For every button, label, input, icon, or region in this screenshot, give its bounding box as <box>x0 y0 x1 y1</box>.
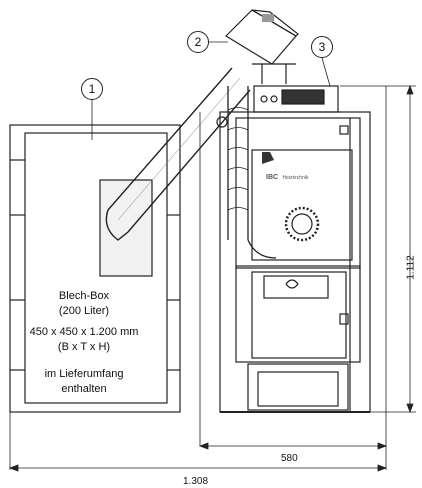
brand-label: IBC Heiztechnik <box>266 166 308 184</box>
width-total-label: 1.308 <box>183 476 209 487</box>
callout-leaders <box>91 41 331 140</box>
control-panel <box>253 85 339 113</box>
suction-unit <box>225 9 299 84</box>
height-dimension-label: 1.112 <box>405 255 417 280</box>
box-dimensions: 450 x 450 x 1.200 mm <box>29 326 139 338</box>
box-dimension-axes: (B x T x H) <box>57 341 111 353</box>
brand-logo-text: IBC <box>266 174 279 181</box>
brand-text: Heiztechnik <box>282 175 309 181</box>
brand-logo <box>262 152 274 164</box>
width-580-label: 580 <box>281 453 298 464</box>
box-delivery-line1: im Lieferumfang <box>44 368 124 380</box>
box-title: Blech-Box <box>58 290 110 302</box>
box-delivery-line2: enthalten <box>61 383 107 395</box>
callout-1: 1 <box>81 78 103 100</box>
callout-2: 2 <box>187 31 209 53</box>
box-capacity: (200 Liter) <box>58 305 110 317</box>
dimension-lines <box>8 84 416 472</box>
feed-auger <box>105 67 251 241</box>
callout-3: 3 <box>311 36 333 58</box>
boiler-body <box>219 111 371 413</box>
room-outline <box>9 86 387 470</box>
